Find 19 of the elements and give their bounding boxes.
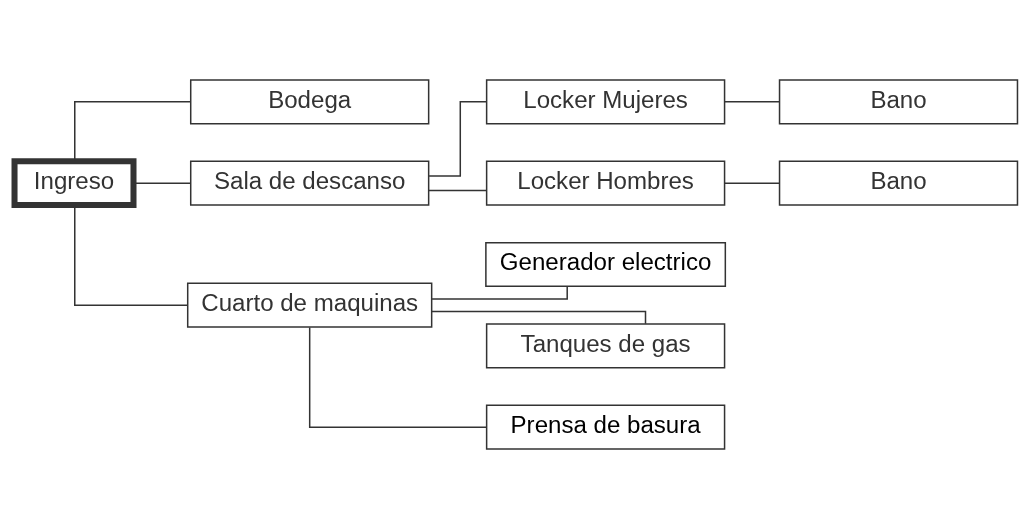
connector	[74, 100, 191, 162]
node-box: Locker Hombres	[485, 160, 726, 206]
connector	[428, 189, 488, 191]
node-box: Prensa de basura	[485, 404, 726, 450]
node-box: Bano	[778, 160, 1019, 206]
node-box: Bodega	[189, 78, 430, 124]
connector	[133, 181, 192, 184]
connector	[308, 326, 488, 428]
node-box: Locker Mujeres	[485, 78, 726, 124]
connector	[724, 100, 781, 103]
connector	[724, 181, 781, 184]
node-box: Ingreso	[11, 157, 137, 208]
node-box: Cuarto de maquinas	[186, 282, 433, 328]
connector	[431, 310, 647, 325]
node-box: Sala de descanso	[189, 160, 430, 206]
connector	[428, 100, 487, 177]
node-box: Bano	[778, 78, 1019, 124]
node-box: Generador electrico	[485, 241, 727, 287]
node-box: Tanques de gas	[485, 322, 726, 368]
